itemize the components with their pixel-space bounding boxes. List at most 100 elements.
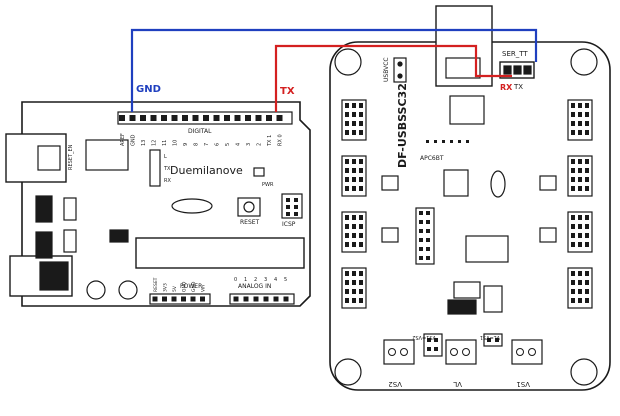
- servo-pin: [578, 130, 582, 135]
- controller-ic: [465, 235, 509, 263]
- mount-hole-top-left: [334, 48, 362, 76]
- smd-chip: [381, 227, 399, 243]
- servo-pin: [585, 168, 589, 173]
- servo-pin: [578, 168, 582, 173]
- baud-jumper-pin: [426, 229, 430, 233]
- servo-pin: [345, 177, 349, 182]
- power-header-pin: [200, 296, 205, 302]
- terminal-screw: [528, 348, 536, 356]
- servo-pin: [352, 121, 356, 126]
- servo-pin: [345, 186, 349, 191]
- power-header-pin: [152, 296, 158, 302]
- digital-header-pin: [224, 115, 230, 121]
- baud-jumper-pin: [419, 256, 423, 260]
- vs-jumper-pin: [434, 338, 438, 342]
- mount-hole-bottom-left: [334, 358, 362, 386]
- usbvcc-pin: [397, 61, 403, 67]
- power-label: POWER: [180, 283, 202, 290]
- analog-header: [229, 293, 295, 305]
- reset-en-label: RESET_EN: [68, 144, 74, 170]
- chip-pad: [442, 140, 445, 143]
- digital-pin-label: 12: [152, 140, 158, 146]
- analog-pin-label: 1: [244, 277, 247, 283]
- servo-pin: [571, 289, 575, 294]
- smd-chip: [539, 227, 557, 243]
- analog-header-pin: [283, 296, 289, 302]
- servo-pin: [359, 224, 363, 229]
- digital-pin-label: 6: [215, 143, 221, 146]
- digital-pin-label: TX 1: [267, 135, 273, 147]
- servo-pin: [352, 233, 356, 238]
- servo-header-right-3: [567, 211, 593, 253]
- servo-pin: [578, 280, 582, 285]
- servo-pin: [345, 168, 349, 173]
- ser-tt-pin-gnd: [523, 65, 532, 75]
- controller-chip-apc: [443, 169, 469, 197]
- chip-pad: [458, 140, 461, 143]
- servo-pin: [578, 298, 582, 303]
- digital-header-pin: [119, 115, 125, 121]
- digital-header-pin: [192, 115, 199, 121]
- power-pin-label: 5V: [172, 285, 178, 292]
- servo-pin: [578, 271, 582, 276]
- servo-pin: [585, 112, 589, 117]
- regulator-body: [447, 299, 477, 315]
- apc-chip-label: APC6BT: [420, 155, 444, 162]
- servo-pin: [352, 168, 356, 173]
- power-jumper: [109, 229, 129, 243]
- controller-chip-top: [449, 95, 485, 125]
- baud-jumper-block: [415, 207, 435, 265]
- digital-header-pin: [150, 115, 157, 121]
- analog-pin-label: 0: [234, 277, 237, 283]
- icsp-pin: [294, 205, 298, 209]
- servo-pin: [359, 242, 363, 247]
- usb-b-jack: [5, 133, 67, 183]
- baud-jumper-pin: [426, 256, 430, 260]
- servo-pin: [578, 103, 582, 108]
- vs2-terminal: [383, 339, 415, 365]
- servo-pin: [571, 242, 575, 247]
- usb-connector-inner: [445, 57, 481, 79]
- servo-pin: [585, 177, 589, 182]
- power-header-pin: [181, 296, 186, 302]
- dc-jack-inner: [39, 261, 69, 291]
- servo-pin: [352, 103, 356, 108]
- vs1-vs2-label: VS1=VS2: [412, 334, 436, 340]
- digital-pin-label: 11: [162, 140, 168, 146]
- servo-pin: [345, 298, 349, 303]
- servo-pin: [585, 271, 589, 276]
- power-header: [149, 293, 211, 305]
- ser-tt-pin-tx: [513, 65, 522, 75]
- vl-terminal: [445, 339, 477, 365]
- analog-header-pin: [233, 296, 239, 302]
- servo-pin: [345, 112, 349, 117]
- servo-pin: [345, 289, 349, 294]
- terminal-screw: [388, 348, 396, 356]
- servo-pin: [359, 271, 363, 276]
- servo-pin: [585, 186, 589, 191]
- digital-pin-label: AREF: [120, 133, 126, 146]
- digital-pin-label: 3: [246, 143, 252, 146]
- digital-header-pin: [161, 115, 167, 121]
- servo-pin: [345, 130, 349, 135]
- servo-pin: [345, 103, 349, 108]
- digital-pin-label: 10: [173, 140, 179, 146]
- servo-pin: [345, 121, 349, 126]
- usb-b-jack-inner: [37, 145, 61, 171]
- digital-header-pin: [129, 115, 136, 121]
- chip-pad: [426, 140, 429, 143]
- servo-pin: [352, 186, 356, 191]
- servo-header-left-3: [341, 211, 367, 253]
- servo-pin: [571, 159, 575, 164]
- pwr-label: PWR: [262, 182, 274, 188]
- atmega-chip: [135, 237, 305, 269]
- voltage-regulator: [453, 281, 481, 299]
- mount-hole-top-right: [570, 48, 598, 76]
- baud-jumper-pin: [419, 211, 423, 215]
- servo-pin: [585, 159, 589, 164]
- power-header-pin: [190, 296, 196, 302]
- icsp-pin: [286, 212, 290, 216]
- servo-pin: [571, 224, 575, 229]
- servo-pin: [359, 215, 363, 220]
- power-pin-label: GND: [191, 281, 197, 292]
